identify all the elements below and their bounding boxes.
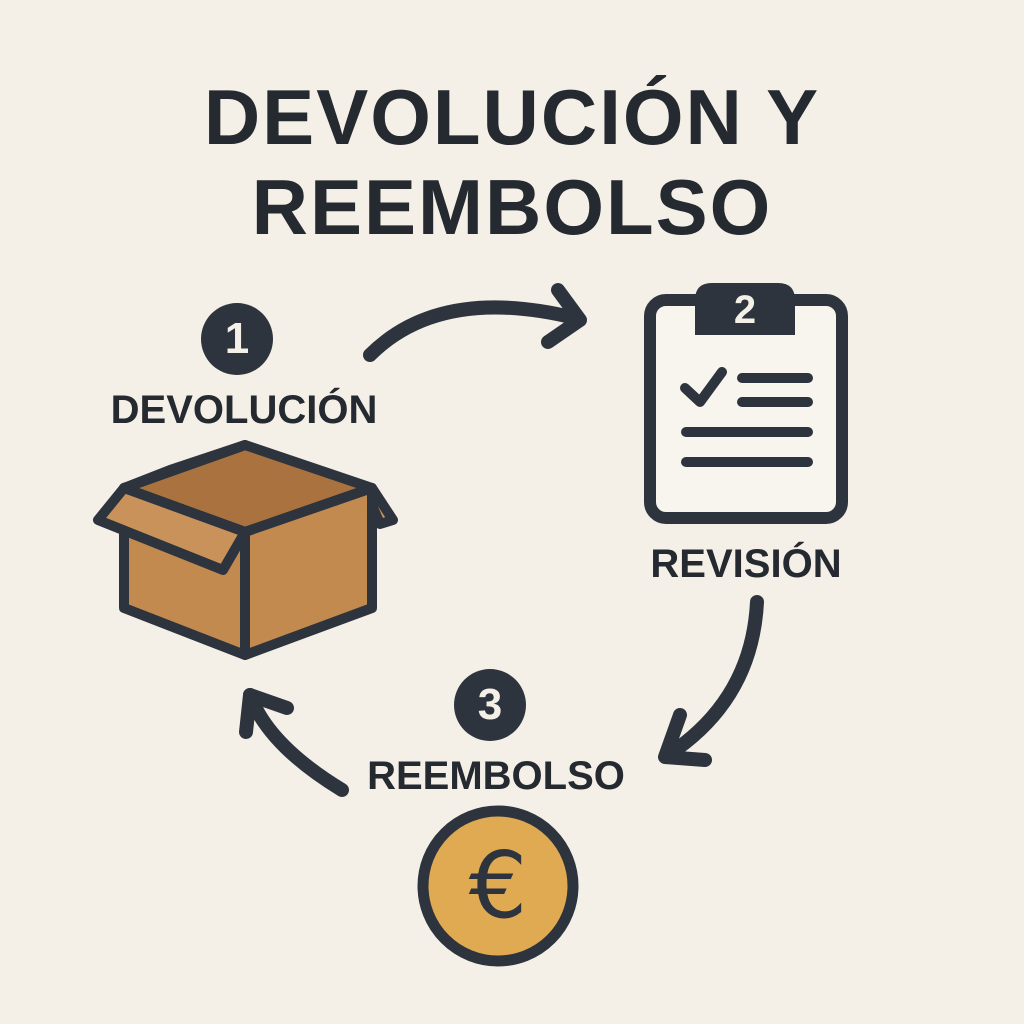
euro-symbol: €	[468, 832, 528, 939]
arrow-reembolso-to-devolucion	[239, 688, 349, 797]
step-3-label: REEMBOLSO	[367, 754, 625, 798]
step-3-badge: 3	[454, 669, 526, 741]
page-title: DEVOLUCIÓN Y REEMBOLSO	[0, 72, 1024, 252]
open-box-icon	[93, 440, 398, 660]
title-line-2: REEMBOLSO	[251, 163, 773, 251]
clipboard-checklist-icon: 2	[644, 283, 848, 524]
title-line-1: DEVOLUCIÓN Y	[203, 73, 821, 161]
euro-coin-icon	[417, 805, 579, 967]
step-1-label: DEVOLUCIÓN	[110, 388, 378, 432]
step-2-label: REVISIÓN	[650, 542, 842, 586]
step-2-number: 2	[734, 288, 756, 332]
arrow-revision-to-reembolso	[658, 595, 764, 767]
step-1-badge: 1	[201, 303, 273, 375]
arrow-devolucion-to-revision	[363, 283, 587, 362]
